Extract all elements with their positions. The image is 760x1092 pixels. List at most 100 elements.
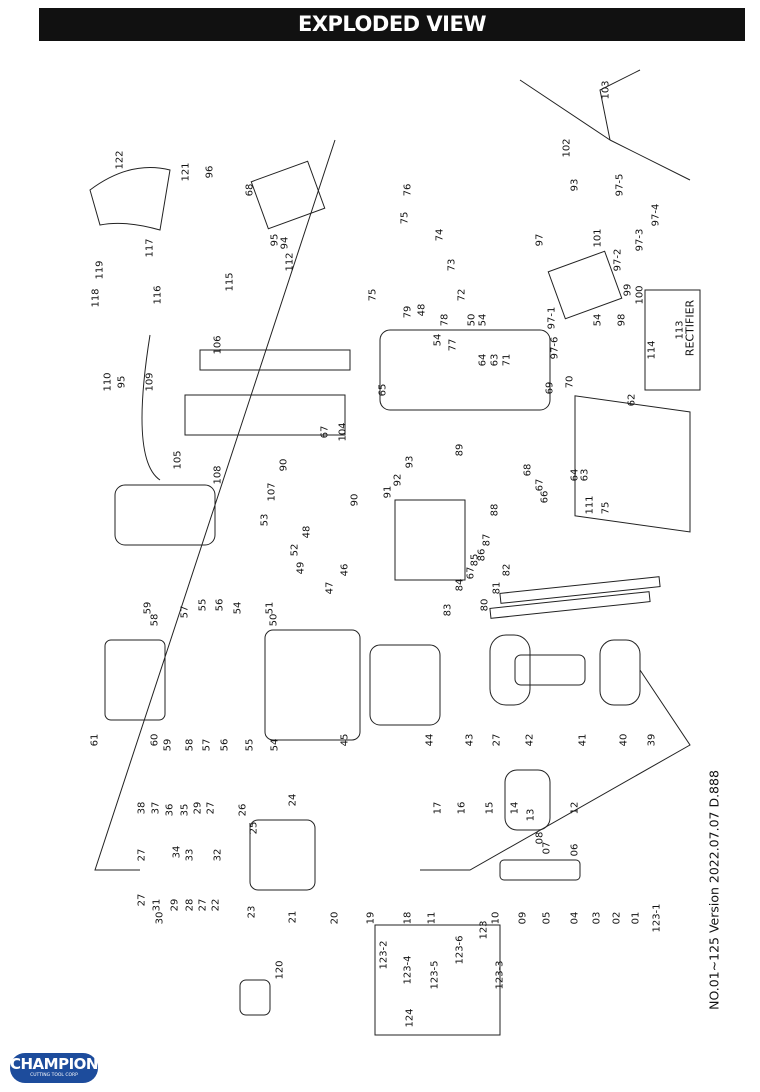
part-shape-brush-plate [489, 634, 531, 706]
part-label: 93 [569, 178, 581, 192]
part-shape-end-bell [599, 639, 641, 706]
part-label: 02 [611, 911, 623, 925]
part-label: 49 [295, 561, 307, 575]
part-label: 51 [264, 601, 276, 615]
part-label: 97-4 [650, 203, 662, 227]
part-label: 33 [184, 848, 196, 862]
part-label: 97-6 [549, 336, 561, 360]
part-label: 12 [569, 801, 581, 815]
part-label: 97-3 [634, 228, 646, 252]
part-label: 62 [626, 393, 638, 407]
part-shape-field [369, 644, 441, 726]
part-label: 102 [561, 138, 573, 158]
part-shape-gear-ring [504, 769, 551, 831]
part-label: 95 [116, 375, 128, 389]
part-label: 59 [162, 738, 174, 752]
part-label: 119 [94, 260, 106, 280]
part-label: 17 [432, 801, 444, 815]
part-label: 27 [197, 898, 209, 912]
part-label: 85 [469, 553, 481, 567]
part-label: 31 [151, 898, 163, 912]
part-label: 104 [337, 422, 349, 442]
part-label: 97-2 [612, 248, 624, 272]
part-shape-carbon-strip [499, 576, 661, 604]
part-shape-carbon-strip [489, 591, 651, 619]
part-label: 54 [232, 601, 244, 615]
part-shape-fan-cover [104, 639, 166, 721]
page-title: EXPLODED VIEW [39, 8, 745, 41]
part-label: 77 [447, 338, 459, 352]
part-label: 27 [205, 801, 217, 815]
part-label: 26 [237, 803, 249, 817]
part-shape-pcb [547, 250, 623, 320]
part-label: 93 [404, 455, 416, 469]
part-label: 101 [592, 228, 604, 248]
part-label: 99 [622, 283, 634, 297]
part-label: 58 [184, 738, 196, 752]
part-label: 90 [349, 493, 361, 507]
part-shape-motor [264, 629, 361, 741]
part-shape-base [574, 395, 691, 533]
part-label: 43 [464, 733, 476, 747]
part-label: 30 [154, 911, 166, 925]
part-label: 63 [579, 468, 591, 482]
part-label: 67 [465, 566, 477, 580]
part-label: 75 [399, 211, 411, 225]
part-label: 11 [426, 911, 438, 925]
part-label: 117 [144, 238, 156, 258]
part-label: 24 [287, 793, 299, 807]
part-label: 73 [446, 258, 458, 272]
part-label: 123-2 [378, 940, 390, 970]
part-label: 67 [534, 478, 546, 492]
part-label: 57 [179, 605, 191, 619]
part-label: 116 [152, 285, 164, 305]
part-shape-pcb [250, 160, 326, 230]
part-label: 01 [630, 911, 642, 925]
part-label: 54 [432, 333, 444, 347]
part-label: 57 [201, 738, 213, 752]
part-label: 91 [382, 485, 394, 499]
part-label: 71 [501, 353, 513, 367]
part-label: 42 [524, 733, 536, 747]
part-label: 109 [144, 372, 156, 392]
part-label: 15 [484, 801, 496, 815]
part-label: 50 [466, 313, 478, 327]
part-label: 27 [136, 848, 148, 862]
part-label: 106 [212, 335, 224, 355]
part-label: 54 [592, 313, 604, 327]
part-label: 10 [490, 911, 502, 925]
part-label: 55 [244, 738, 256, 752]
part-label: 123-5 [429, 960, 441, 990]
part-label: 118 [90, 288, 102, 308]
part-label: 39 [646, 733, 658, 747]
part-label: 13 [525, 808, 537, 822]
part-shape-handle [519, 69, 691, 181]
part-label: 18 [402, 911, 414, 925]
part-shape-chuck [239, 979, 271, 1016]
part-label: 97 [534, 233, 546, 247]
part-label: 66 [539, 490, 551, 504]
part-label: 124 [404, 1008, 416, 1028]
part-label: 54 [269, 738, 281, 752]
part-label: 123-6 [454, 935, 466, 965]
part-label: 28 [184, 898, 196, 912]
part-label: 123 [478, 920, 490, 940]
part-label: 60 [149, 733, 161, 747]
part-label: 120 [274, 960, 286, 980]
part-shape-armature [514, 654, 586, 686]
part-label: 123-1 [651, 903, 663, 933]
part-label: 114 [646, 340, 658, 360]
part-label: 36 [164, 803, 176, 817]
part-shape-shield [89, 167, 171, 231]
part-label: 14 [509, 801, 521, 815]
part-label: 88 [489, 503, 501, 517]
part-shape-motor-drive [114, 484, 216, 546]
part-label: 27 [136, 893, 148, 907]
part-label: 98 [616, 313, 628, 327]
bracket-rectifier [644, 289, 701, 391]
part-label: 56 [214, 598, 226, 612]
part-label: 75 [600, 501, 612, 515]
part-label: 82 [501, 563, 513, 577]
part-label: 45 [339, 733, 351, 747]
